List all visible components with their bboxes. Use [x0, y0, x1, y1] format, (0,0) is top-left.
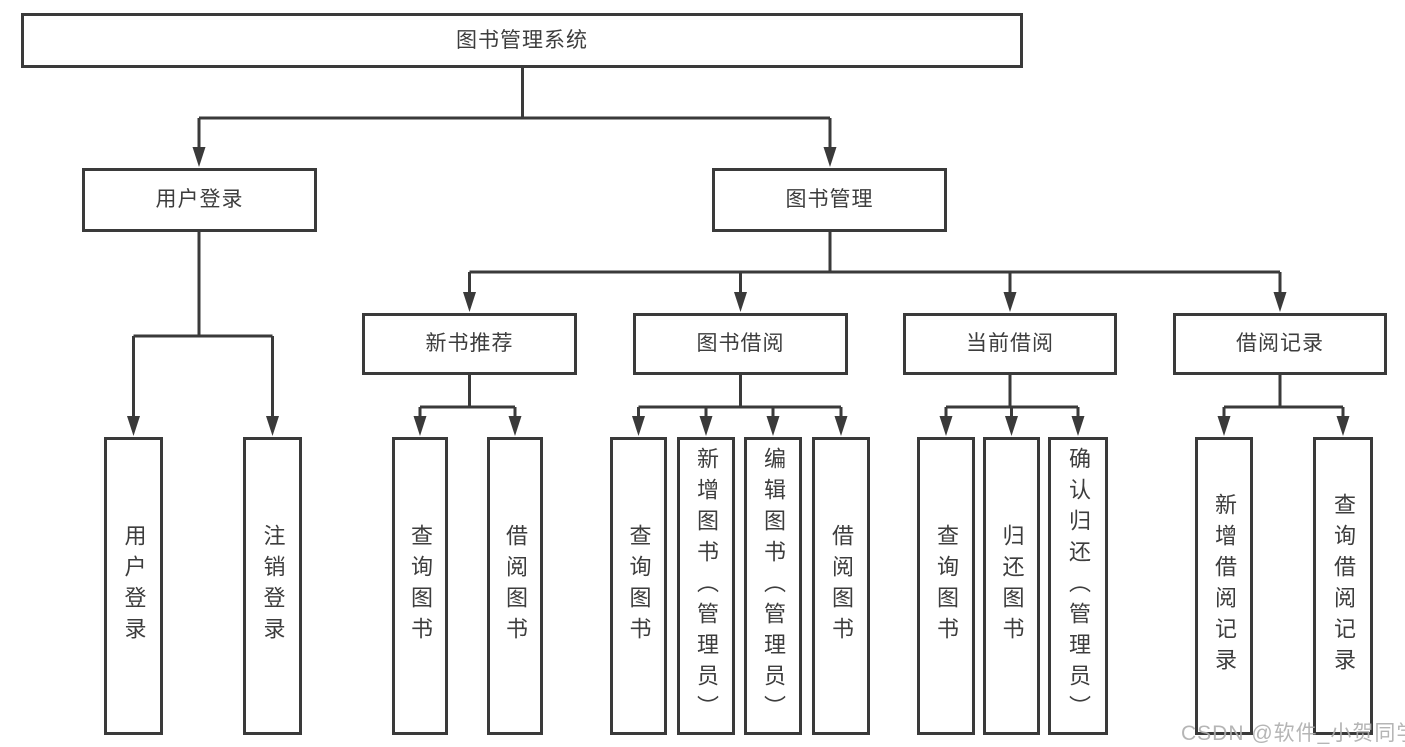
node-leaf-return-book: 归还图书: [983, 437, 1040, 735]
node-new-book-recommend: 新书推荐: [362, 313, 577, 375]
node-book-borrowing: 图书借阅: [633, 313, 848, 375]
node-book-management: 图书管理: [712, 168, 947, 232]
csdn-watermark: CSDN @软件_小贺同学: [1181, 722, 1405, 745]
node-user-login: 用户登录: [82, 168, 317, 232]
node-leaf-edit-book-admin: 编辑图书（管理员）: [744, 437, 802, 735]
node-leaf-query-book-cb: 查询图书: [917, 437, 975, 735]
node-leaf-logout: 注销登录: [243, 437, 302, 735]
node-library-management-system: 图书管理系统: [21, 13, 1023, 68]
node-leaf-add-book-admin: 新增图书（管理员）: [677, 437, 735, 735]
node-leaf-confirm-return-admin: 确认归还（管理员）: [1048, 437, 1108, 735]
node-leaf-borrow-book-rec: 借阅图书: [487, 437, 543, 735]
node-leaf-user-login: 用户登录: [104, 437, 163, 735]
node-leaf-borrow-book-bb: 借阅图书: [812, 437, 870, 735]
node-leaf-add-borrow-record: 新增借阅记录: [1195, 437, 1253, 735]
node-leaf-query-borrow-record: 查询借阅记录: [1313, 437, 1373, 735]
node-leaf-query-book-bb: 查询图书: [610, 437, 667, 735]
node-leaf-query-book-rec: 查询图书: [392, 437, 448, 735]
node-current-borrowing: 当前借阅: [903, 313, 1117, 375]
node-borrowing-records: 借阅记录: [1173, 313, 1387, 375]
